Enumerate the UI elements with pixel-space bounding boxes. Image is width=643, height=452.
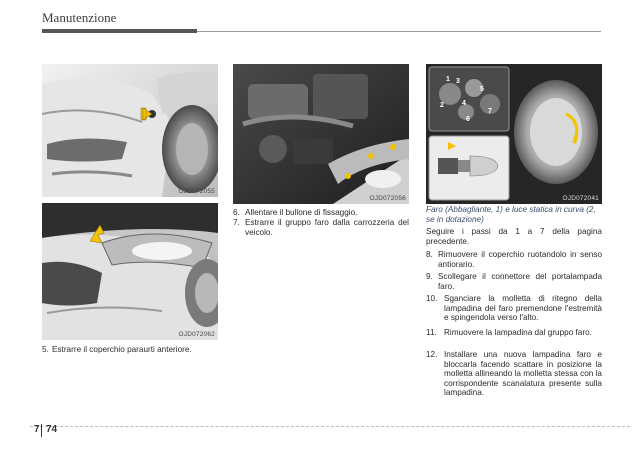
step-7: 7. Estrarre il gruppo faro dalla carrozz… [233, 218, 409, 237]
step-text: Scollegare il connettore del portalampad… [438, 272, 602, 291]
callout-label: 5 [480, 86, 484, 93]
page-number: 74 [46, 424, 58, 435]
callout-label: 6 [466, 116, 470, 123]
figure-bumper-cover: OJD072062 [42, 203, 218, 340]
figure-code: OJD072041 [562, 195, 599, 202]
step-9: 9. Scollegare il connettore del portalam… [426, 272, 602, 291]
figure-bumper-bolt: OJD072055 [42, 64, 218, 197]
step-number: 10. [426, 294, 438, 303]
step-text: Sganciare la molletta di ritegno della l… [444, 294, 602, 323]
footer-separator [41, 424, 42, 437]
step-text: Estrarre il gruppo faro dalla carrozzeri… [245, 218, 409, 237]
callout-label: 7 [488, 108, 492, 115]
callout-label: 4 [462, 100, 466, 107]
intro-paragraph: Seguire i passi da 1 a 7 della pagina pr… [426, 227, 602, 246]
step-12: 12. Installare una nuova lampadina faro … [426, 350, 602, 398]
step-number: 6. [233, 208, 240, 217]
callout-label: 3 [456, 78, 460, 85]
step-10: 10. Sganciare la molletta di ritegno del… [426, 294, 602, 323]
step-number: 12. [426, 350, 438, 359]
step-6: 6. Allentare il bullone di fissaggio. [233, 208, 409, 218]
footer-rule [30, 426, 630, 427]
step-5: 5.Estrarre il coperchio paraurti anterio… [42, 345, 232, 355]
figure-code: OJD072055 [178, 188, 215, 195]
step-number: 7. [233, 218, 240, 227]
callout-label: 2 [440, 102, 444, 109]
header-rule-thick [42, 29, 197, 33]
step-text: Estrarre il coperchio paraurti anteriore… [52, 345, 192, 354]
chapter-number: 7 [34, 424, 40, 435]
step-text: Allentare il bullone di fissaggio. [245, 208, 358, 217]
step-number: 5. [42, 345, 49, 354]
subsection-title: Faro (Abbagliante, 1) e luce statica in … [426, 205, 596, 224]
section-title: Manutenzione [42, 10, 117, 25]
figure-headlamp-bolt: OJD072056 [233, 64, 409, 204]
figure-code: OJD072062 [178, 331, 215, 338]
callout-label: 1 [446, 76, 450, 83]
header-rule-thin [197, 31, 601, 32]
step-number: 9. [426, 272, 433, 281]
step-11: 11. Rimuovere la lampadina dal gruppo fa… [426, 328, 602, 338]
step-text: Rimuovere il coperchio ruotandolo in sen… [438, 250, 602, 269]
figure-code: OJD072056 [369, 195, 406, 202]
step-text: Installare una nuova lampadina faro e bl… [444, 350, 602, 398]
step-number: 11. [426, 328, 437, 337]
step-8: 8. Rimuovere il coperchio ruotandolo in … [426, 250, 602, 269]
step-text: Rimuovere la lampadina dal gruppo faro. [444, 328, 592, 337]
figure-headlamp-bulb: 1 2 3 4 5 6 7 OJD072041 [426, 64, 602, 204]
step-number: 8. [426, 250, 433, 259]
